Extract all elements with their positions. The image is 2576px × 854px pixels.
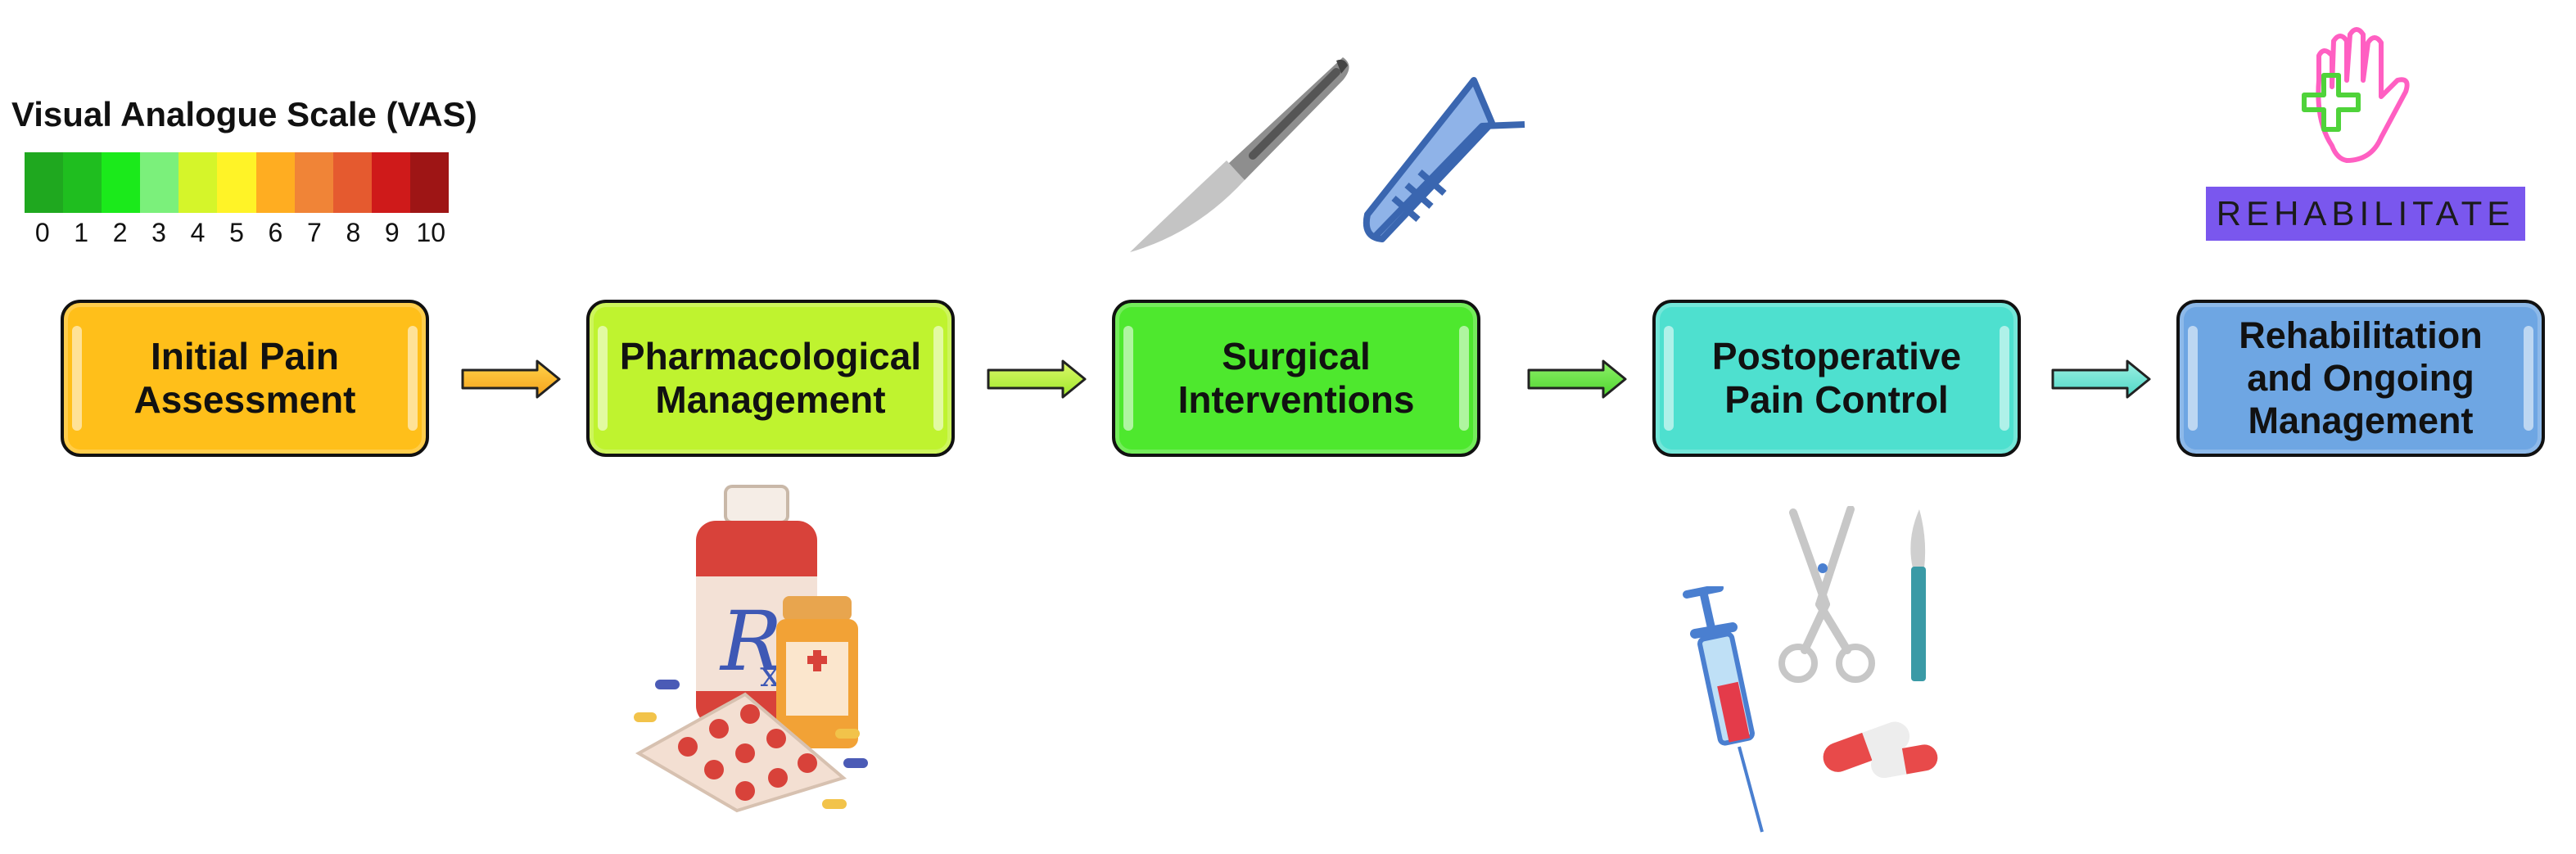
step-label: Pharmacological Management	[619, 334, 922, 421]
vas-segment-3	[140, 152, 179, 213]
vas-tick-5: 5	[229, 218, 244, 247]
flow-arrow-4	[2051, 359, 2151, 399]
small-scalpel-icon	[1910, 509, 1926, 681]
vas-title: Visual Analogue Scale (VAS)	[11, 95, 477, 133]
step-label: Initial Pain Assessment	[133, 334, 356, 421]
vas-tick-6: 6	[268, 218, 283, 247]
vas-segment-4	[179, 152, 218, 213]
vas-tick-4: 4	[190, 218, 206, 247]
vas-tick-8: 8	[346, 218, 361, 247]
vas-tick-10: 10	[416, 218, 446, 247]
pills-blister-icon	[634, 680, 868, 813]
vas-tick-0: 0	[34, 218, 50, 247]
step-label: Surgical Interventions	[1177, 334, 1415, 421]
svg-text:R: R	[719, 594, 782, 689]
tweezers-icon	[1363, 77, 1525, 242]
rehabilitate-badge: REHABILITATE	[2206, 187, 2525, 241]
flow-arrow-2	[987, 359, 1087, 399]
step-rehabilitation-ongoing-management: Rehabilitation and Ongoing Management	[2176, 300, 2545, 457]
vas-segment-8	[332, 152, 372, 213]
arrow-shape	[987, 359, 1087, 399]
vas-segment-9	[371, 152, 410, 213]
vas-segment-6	[255, 152, 295, 213]
medicine-bottles-icon: R x	[696, 485, 858, 748]
surgical-scissors-icon	[1778, 506, 1875, 683]
arrow-shape	[2051, 359, 2151, 399]
arrow-shape	[1527, 359, 1627, 399]
vas-segment-7	[294, 152, 333, 213]
vas-tick-7: 7	[307, 218, 322, 247]
step-label: Rehabilitation and Ongoing Management	[2239, 314, 2483, 442]
vas-tick-2: 2	[112, 218, 128, 247]
vas-color-scale	[25, 152, 450, 213]
vas-tick-1: 1	[74, 218, 89, 247]
syringe-icon	[1683, 586, 1764, 833]
arrow-shape	[461, 359, 561, 399]
step-pharmacological-management: Pharmacological Management	[586, 300, 955, 457]
vas-tick-3: 3	[151, 218, 166, 247]
vas-segment-5	[217, 152, 256, 213]
vas-segment-0	[25, 152, 64, 213]
vas-segment-10	[409, 152, 450, 213]
step-postoperative-pain-control: Postoperative Pain Control	[1652, 300, 2021, 457]
vas-segment-2	[102, 152, 141, 213]
step-surgical-interventions: Surgical Interventions	[1112, 300, 1480, 457]
flow-arrow-1	[461, 359, 561, 399]
vas-tick-9: 9	[384, 218, 400, 247]
vas-segment-1	[63, 152, 102, 213]
capsules-icon	[1823, 721, 1938, 779]
step-label: Postoperative Pain Control	[1711, 334, 1962, 421]
scalpel-icon	[1130, 57, 1349, 252]
step-initial-pain-assessment: Initial Pain Assessment	[61, 300, 429, 457]
flow-arrow-3	[1527, 359, 1627, 399]
hand-cross-icon	[2302, 27, 2410, 163]
